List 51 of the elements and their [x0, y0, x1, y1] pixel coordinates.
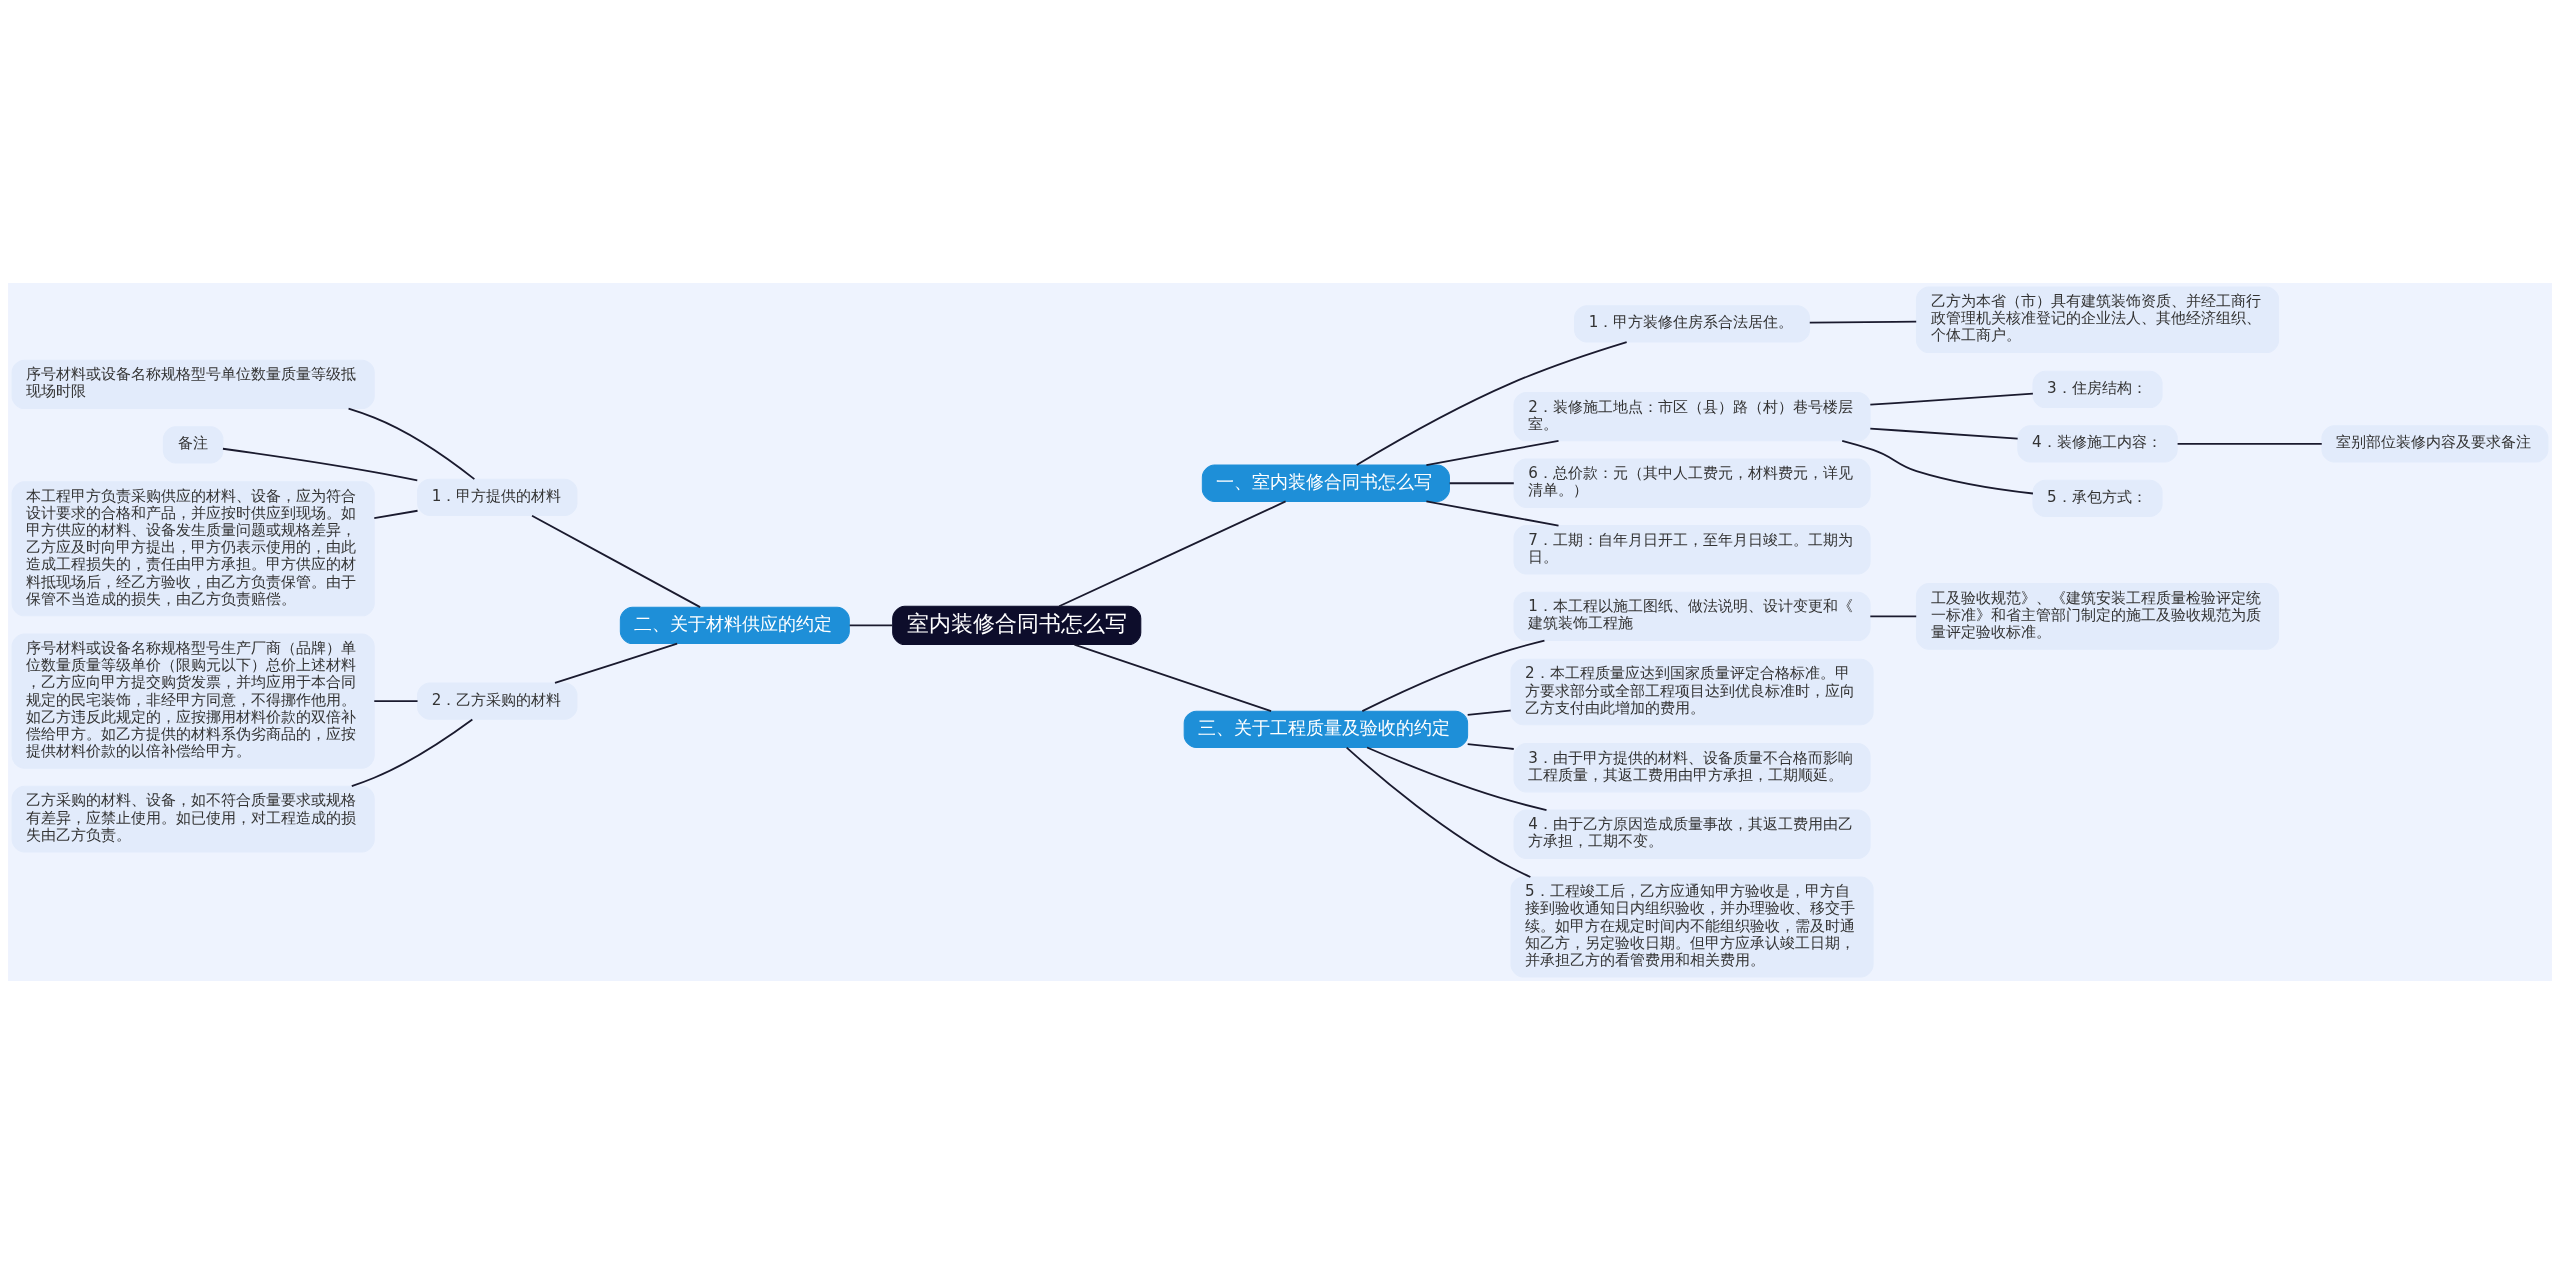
node-box: 4．由于乙方原因造成质量事故，其返工费用由乙方承担，工期不变。	[1513, 809, 1871, 859]
node-box: 3．住房结构：	[2032, 370, 2163, 408]
node-box: 1．本工程以施工图纸、做法说明、设计变更和《建筑装饰工程施	[1513, 591, 1871, 641]
connector	[1808, 320, 1918, 324]
connector	[373, 699, 419, 702]
connector	[554, 642, 679, 684]
connector	[222, 447, 419, 481]
node-box: 备注	[162, 425, 224, 464]
node-box: 工及验收规范》、《建筑安装工程质量检验评定统一标准》和省主管部门制定的施工及验收规范为质量评定验收标准。	[1915, 582, 2280, 650]
node-box: 2．本工程质量应达到国家质量评定合格标准。甲方要求部分或全部工程项目达到优良标准时，应向乙方支付由此增加的费用。	[1510, 658, 1874, 725]
connector	[1425, 500, 1560, 526]
connector	[373, 509, 419, 519]
connector	[1869, 392, 2034, 406]
connector	[1425, 439, 1560, 466]
node-box: 5．工程竣工后，乙方应通知甲方验收是，甲方自接到验收通知日内组织验收，并办理验收、移交手续。如甲方在规定时间内不能组织验收，需及时通知乙方，另定验收日期。但甲方应承认竣工日期，并承担乙方的看管费用和相关费用。	[1510, 876, 1874, 977]
connector	[350, 718, 474, 787]
node-box: 本工程甲方负责采购供应的材料、设备，应为符合设计要求的合格和产品，并应按时供应到现场。如甲方供应的材料、设备发生质量问题或规格差异，乙方应及时向甲方提出，甲方仍表示使用的，由此造成工程损失的，责任由甲方承担。甲方供应的材料抵现场后，经乙方验收，由乙方负责保管。由于保管不当造成的损失，由乙方负责赔偿。	[11, 480, 375, 616]
connector	[1366, 746, 1548, 811]
node-box: 乙方为本省（市）具有建筑装饰资质、并经工商行政管理机关核准登记的企业法人、其他经济组织、个体工商户。	[1915, 286, 2280, 353]
node-box: 1．甲方装修住房系合法居住。	[1574, 304, 1811, 342]
node-box: 序号材料或设备名称规格型号生产厂商（品牌）单位数量质量等级单价（限购元以下）总价上述材料，乙方应向甲方提交购货发票，并均应用于本合同规定的民宅装饰，非经甲方同意，不得挪作他用。如乙方违反此规定的，应按挪用材料价款的双倍补偿给甲方。如乙方提供的材料系伪劣商品的，应按提供材料价款的以倍补偿给甲方。	[11, 633, 375, 769]
node-box: 2．装修施工地点：市区（县）路（村）巷号楼层室。	[1513, 391, 1871, 441]
node-box: 4．装修施工内容：	[2017, 424, 2178, 463]
node-box: 7．工期：自年月日开工，至年月日竣工。工期为日。	[1513, 524, 1871, 574]
connector	[848, 624, 894, 626]
node-box: 室内装修合同书怎么写	[892, 605, 1142, 645]
node-box: 6．总价款：元（其中人工费元，材料费元，详见清单。）	[1513, 458, 1871, 508]
connector	[1869, 427, 2019, 439]
node-box: 5．承包方式：	[2032, 479, 2163, 517]
node-box: 乙方采购的材料、设备，如不符合质量要求或规格有差异，应禁止使用。如已使用，对工程造成的损失由乙方负责。	[11, 785, 375, 852]
connector	[1345, 746, 1532, 878]
node-box: 序号材料或设备名称规格型号单位数量质量等级抵现场时限	[11, 359, 375, 409]
connector	[531, 514, 702, 608]
connector	[1058, 500, 1287, 607]
connector	[1466, 742, 1515, 750]
connector	[1869, 614, 1918, 617]
connector	[1841, 439, 2034, 494]
node-box: 三、关于工程质量及验收的约定	[1183, 710, 1469, 748]
connector	[347, 407, 476, 480]
connector	[1073, 643, 1272, 712]
connector	[1466, 709, 1512, 716]
connector	[1448, 481, 1515, 484]
node-box: 一、室内装修合同书怎么写	[1201, 464, 1450, 502]
node-box: 二、关于材料供应的约定	[619, 606, 850, 644]
node-box: 室别部位装修内容及要求备注	[2321, 424, 2549, 463]
node-box: 2．乙方采购的材料	[417, 681, 578, 720]
node-box: 3．由于甲方提供的材料、设备质量不合格而影响工程质量，其返工费用由甲方承担，工期顺延。	[1513, 742, 1871, 792]
connector	[1355, 340, 1628, 466]
connector	[2176, 442, 2323, 445]
node-box: 1．甲方提供的材料	[417, 478, 578, 516]
connector	[1361, 639, 1546, 712]
